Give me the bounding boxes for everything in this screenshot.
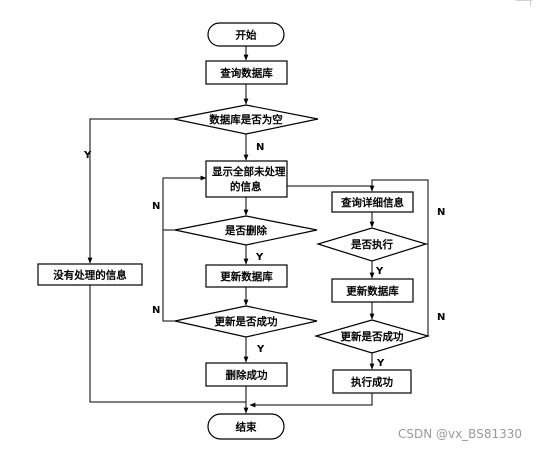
edge-label-update-right-no: N (437, 312, 445, 323)
edge-label-empty-yes: Y (83, 150, 92, 161)
corner-mark (516, 0, 532, 2)
edge-label-delete-yes: Y (255, 252, 264, 263)
delete-decision-label: 是否删除 (224, 224, 267, 237)
update-ok-right-label: 更新是否成功 (341, 330, 404, 343)
db-empty-label: 数据库是否为空 (208, 113, 283, 126)
delete-ok-box (205, 362, 288, 387)
query-detail-label: 查询详细信息 (340, 196, 404, 209)
edge-label-execute-yes: Y (375, 266, 384, 277)
show-unprocessed-label-line2: 的信息 (230, 180, 262, 193)
query-detail-box (331, 191, 414, 213)
end-terminal (207, 413, 285, 440)
delete-ok-label: 删除成功 (226, 369, 268, 382)
edge-show-detail (287, 185, 375, 192)
db-empty-decision (173, 104, 319, 135)
edge-label-update-left-yes: Y (256, 344, 265, 355)
edge-label-delete-no: N (152, 201, 160, 212)
edge-label-update-left-no: N (152, 305, 160, 316)
delete-decision (174, 215, 318, 246)
update-ok-right-decision (313, 319, 431, 354)
execute-ok-box (332, 369, 412, 394)
edge-update-left-no (162, 230, 175, 322)
edge-delete-no (162, 175, 207, 231)
update-db-right-label: 更新数据库 (346, 285, 399, 298)
edge-label-empty-no: N (256, 142, 264, 153)
end-label: 结束 (236, 421, 257, 434)
show-unprocessed-label-line1: 显示全部未处理 (212, 165, 286, 178)
update-db-left-box (205, 264, 288, 288)
edge-label-execute-no: N (437, 207, 445, 218)
no-info-label: 没有处理的信息 (53, 269, 127, 282)
update-ok-left-label: 更新是否成功 (215, 315, 278, 328)
start-label: 开始 (236, 29, 257, 42)
edge-labels: Y N N Y N Y N Y N Y (83, 142, 445, 369)
update-db-right-box (331, 278, 414, 303)
execute-decision (315, 227, 429, 262)
update-ok-left-decision (174, 305, 318, 338)
start-terminal (207, 22, 285, 47)
execute-decision-label: 是否执行 (350, 238, 393, 251)
nodes: 开始 查询数据库 数据库是否为空 没有处理的信息 显示全部未处理 的信息 是否删… (37, 22, 431, 440)
edge-label-update-right-yes: Y (376, 358, 385, 369)
query-db-label: 查询数据库 (219, 67, 273, 80)
show-unprocessed-box (205, 160, 288, 198)
corner-mark-vertical (530, 0, 532, 6)
edge-noinfo-end (89, 285, 246, 403)
query-db-box (205, 60, 288, 85)
edge-executeok-end (249, 393, 373, 408)
no-info-box (37, 263, 143, 286)
execute-ok-label: 执行成功 (351, 376, 393, 389)
update-db-left-label: 更新数据库 (220, 270, 273, 283)
edge-empty-yes (87, 118, 174, 264)
watermark: CSDN @vx_BS81330 (398, 427, 522, 441)
